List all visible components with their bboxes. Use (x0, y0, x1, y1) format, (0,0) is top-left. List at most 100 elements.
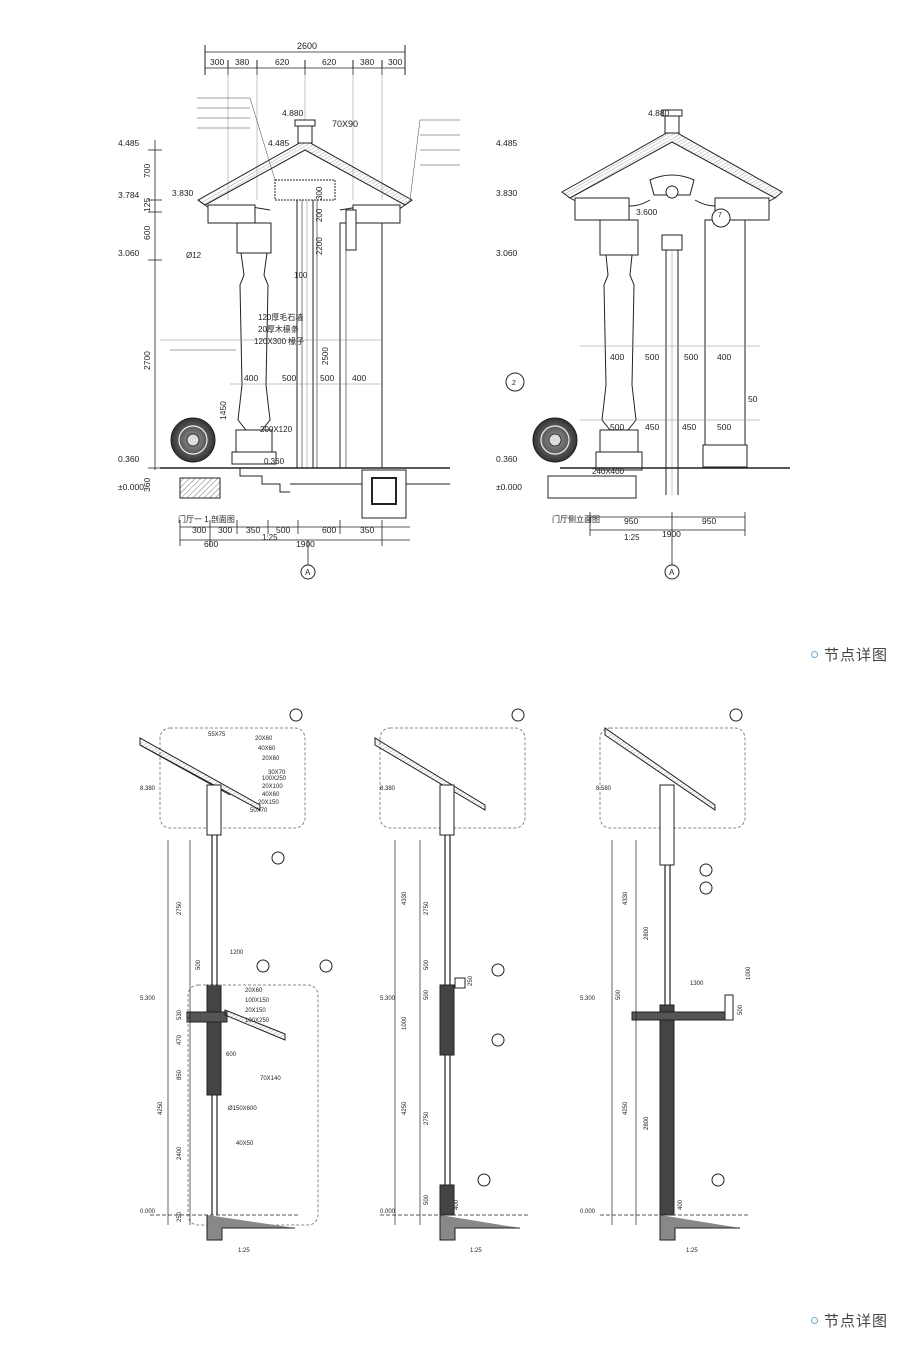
svg-text:1200: 1200 (230, 950, 244, 956)
svg-text:1:25: 1:25 (470, 1248, 482, 1254)
svg-text:20X100: 20X100 (262, 784, 283, 790)
svg-text:500: 500 (424, 989, 430, 1000)
svg-text:120厚毛石墙: 120厚毛石墙 (258, 312, 303, 322)
svg-text:450: 450 (682, 422, 696, 432)
svg-text:0.360: 0.360 (118, 454, 140, 464)
svg-text:4250: 4250 (158, 1101, 164, 1115)
svg-text:0.000: 0.000 (380, 1209, 396, 1215)
svg-text:4.880: 4.880 (282, 108, 304, 118)
caption-detail-1: 节点详图 (810, 644, 888, 665)
svg-text:500: 500 (424, 959, 430, 970)
svg-text:55X75: 55X75 (208, 732, 226, 738)
svg-text:20厚木檩条: 20厚木檩条 (258, 324, 299, 334)
svg-text:2400: 2400 (177, 1146, 183, 1160)
svg-text:500: 500 (684, 352, 698, 362)
svg-text:125: 125 (142, 198, 152, 212)
svg-text:2750: 2750 (177, 901, 183, 915)
svg-text:40X60: 40X60 (258, 746, 276, 752)
svg-text:470: 470 (177, 1034, 183, 1045)
svg-text:0.000: 0.000 (140, 1209, 156, 1215)
elevation-right-labels: 4.880 4.485 3.830 3.060 0.360 ±0.000 3.6… (496, 108, 758, 577)
svg-text:400: 400 (352, 373, 366, 383)
svg-text:2: 2 (512, 380, 516, 387)
svg-text:70X90: 70X90 (332, 119, 358, 129)
svg-text:A: A (669, 568, 675, 577)
svg-text:0.360: 0.360 (496, 454, 518, 464)
svg-text:1:25: 1:25 (686, 1248, 698, 1254)
svg-text:620: 620 (322, 57, 336, 67)
svg-text:500: 500 (320, 373, 334, 383)
svg-text:20X60: 20X60 (245, 988, 263, 994)
svg-text:0.000: 0.000 (580, 1209, 596, 1215)
svg-text:100X150: 100X150 (245, 998, 270, 1004)
svg-text:4330: 4330 (623, 891, 629, 905)
svg-text:20X60: 20X60 (255, 736, 273, 742)
svg-text:300: 300 (210, 57, 224, 67)
svg-text:200: 200 (315, 208, 324, 222)
svg-text:500: 500 (645, 352, 659, 362)
svg-text:5.300: 5.300 (140, 996, 156, 1002)
svg-text:3.784: 3.784 (118, 190, 140, 200)
svg-text:4250: 4250 (402, 1101, 408, 1115)
svg-text:400: 400 (454, 1199, 460, 1210)
svg-text:3.830: 3.830 (496, 188, 518, 198)
svg-text:8.380: 8.380 (380, 786, 396, 792)
svg-text:500: 500 (196, 959, 202, 970)
svg-text:500: 500 (610, 422, 624, 432)
svg-text:500: 500 (282, 373, 296, 383)
caption-detail-2: 节点详图 (810, 1310, 888, 1331)
elevation-left (148, 45, 460, 580)
svg-text:400: 400 (244, 373, 258, 383)
svg-text:1000: 1000 (402, 1016, 408, 1030)
svg-text:门厅侧立面图: 门厅侧立面图 (552, 514, 600, 524)
svg-text:1300: 1300 (690, 981, 704, 987)
dim-total-top: 2600 (297, 41, 317, 51)
svg-text:1:25: 1:25 (238, 1248, 250, 1254)
svg-text:2750: 2750 (424, 1111, 430, 1125)
svg-text:500: 500 (738, 1004, 744, 1015)
svg-text:5.300: 5.300 (580, 996, 596, 1002)
bullet-icon (810, 651, 818, 658)
svg-text:950: 950 (702, 516, 716, 526)
svg-text:400: 400 (678, 1199, 684, 1210)
svg-text:4250: 4250 (623, 1101, 629, 1115)
caption-text: 节点详图 (823, 647, 888, 664)
svg-text:200X120: 200X120 (260, 425, 293, 434)
svg-text:300: 300 (388, 57, 402, 67)
svg-text:380: 380 (235, 57, 249, 67)
svg-text:250: 250 (468, 975, 474, 986)
section-2 (374, 708, 530, 1241)
svg-text:40X60: 40X60 (262, 792, 280, 798)
svg-text:1:25: 1:25 (262, 533, 278, 542)
svg-text:30X70: 30X70 (268, 770, 286, 776)
svg-text:360: 360 (142, 478, 152, 492)
svg-text:8.580: 8.580 (596, 786, 612, 792)
svg-text:4.485: 4.485 (268, 138, 290, 148)
svg-text:450: 450 (645, 422, 659, 432)
svg-text:50X70: 50X70 (250, 808, 268, 814)
svg-text:300: 300 (218, 525, 232, 535)
svg-text:2500: 2500 (321, 347, 330, 365)
svg-text:8.380: 8.380 (140, 786, 156, 792)
svg-text:1900: 1900 (662, 529, 681, 539)
svg-text:1:25: 1:25 (624, 533, 640, 542)
section-3 (599, 708, 750, 1241)
svg-text:500: 500 (276, 525, 290, 535)
elevation-left-labels: 2600 300 380 620 620 380 300 4.880 4.485… (118, 41, 402, 577)
svg-text:380: 380 (360, 57, 374, 67)
svg-text:950: 950 (624, 516, 638, 526)
svg-text:±0.000: ±0.000 (496, 482, 522, 492)
svg-text:1900: 1900 (296, 539, 315, 549)
svg-text:0.360: 0.360 (264, 457, 285, 466)
svg-text:530: 530 (177, 1009, 183, 1020)
svg-text:±0.000: ±0.000 (118, 482, 144, 492)
svg-text:2700: 2700 (142, 351, 152, 370)
svg-text:1000: 1000 (746, 966, 752, 980)
svg-text:4.485: 4.485 (496, 138, 518, 148)
svg-text:400: 400 (717, 352, 731, 362)
svg-text:3.060: 3.060 (118, 248, 140, 258)
svg-text:2800: 2800 (644, 1116, 650, 1130)
svg-text:350: 350 (246, 525, 260, 535)
svg-text:2800: 2800 (644, 926, 650, 940)
